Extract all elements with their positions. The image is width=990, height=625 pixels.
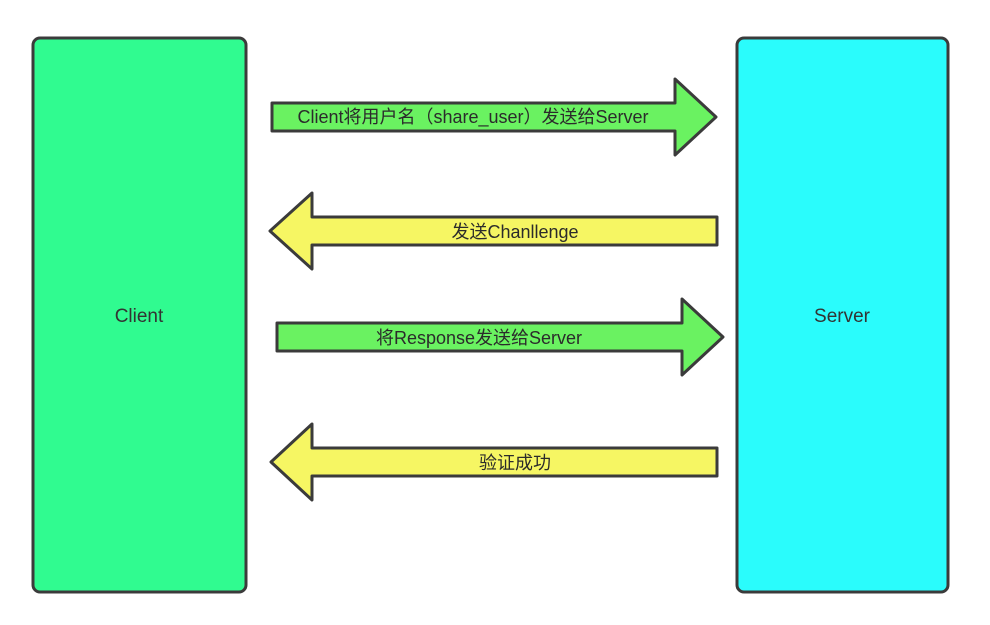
server-node: Server — [735, 36, 950, 594]
left-arrow-shape — [269, 422, 719, 502]
arrow-send-challenge: 发送Chanllenge — [268, 191, 719, 271]
arrow-challenge-label: 发送Chanllenge — [451, 222, 578, 242]
client-label: Client — [115, 306, 164, 327]
server-label: Server — [814, 306, 871, 327]
arrow-response-to-server: 将Response发送给Server — [275, 297, 725, 377]
arrow-verify-label: 验证成功 — [479, 453, 551, 473]
right-arrow-shape — [270, 77, 718, 157]
client-box — [31, 36, 248, 594]
server-box — [735, 36, 950, 594]
arrow-response-label: 将Response发送给Server — [376, 328, 582, 348]
arrow-verify-success: 验证成功 — [269, 422, 719, 502]
arrow-username-to-server: Client将用户名（share_user）发送给Server — [270, 77, 718, 157]
arrow-username-label: Client将用户名（share_user）发送给Server — [297, 107, 648, 128]
left-arrow-shape — [268, 191, 719, 271]
client-node: Client — [31, 36, 248, 594]
right-arrow-shape — [275, 297, 725, 377]
